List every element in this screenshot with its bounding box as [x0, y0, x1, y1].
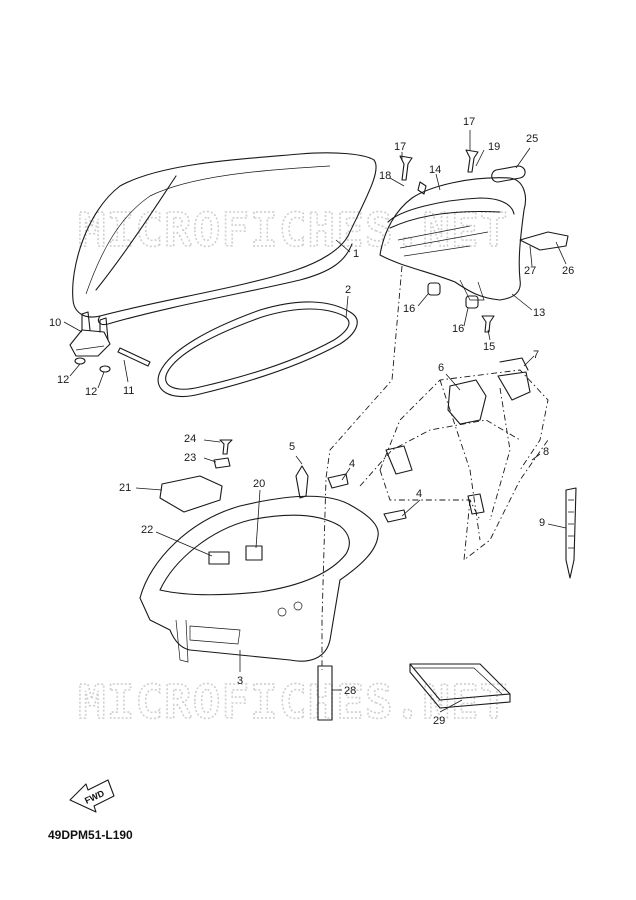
label-18: 18	[379, 170, 391, 182]
label-5: 5	[289, 441, 295, 453]
label-16a: 16	[403, 303, 415, 315]
label-7: 7	[533, 349, 539, 361]
label-17a: 17	[394, 141, 406, 153]
label-26: 26	[562, 265, 574, 277]
label-20: 20	[253, 478, 265, 490]
label-16b: 16	[452, 323, 464, 335]
diagram-code: 49DPM51-L190	[48, 828, 133, 842]
label-2: 2	[345, 284, 351, 296]
label-10: 10	[49, 317, 61, 329]
watermark-bottom: MICROFICHES.NET	[78, 675, 508, 729]
band-drawing	[565, 487, 577, 579]
label-29: 29	[433, 715, 445, 727]
label-22: 22	[141, 524, 153, 536]
label-4b: 4	[416, 488, 422, 500]
label-12b: 12	[85, 386, 97, 398]
label-9: 9	[539, 517, 545, 529]
label-23: 23	[184, 452, 196, 464]
seal-drawing	[157, 301, 358, 398]
label-25: 25	[526, 133, 538, 145]
manual-drawing	[409, 663, 511, 709]
label-13: 13	[533, 307, 545, 319]
watermark-top: MICROFICHES.NET	[78, 203, 508, 257]
leader-lines	[63, 130, 567, 713]
label-12a: 12	[57, 374, 69, 386]
label-4a: 4	[349, 458, 355, 470]
label-21: 21	[119, 482, 131, 494]
frame-drawing	[359, 357, 549, 561]
hinge-drawing	[69, 311, 151, 373]
part-labels: 1 2 3 4 4 5 6 7 8 9 10 11 12 12 13 14 15…	[49, 116, 574, 727]
tail-cover-drawing	[379, 149, 569, 333]
storage-box-drawing	[139, 439, 407, 721]
label-19: 19	[488, 141, 500, 153]
label-8: 8	[543, 446, 549, 458]
label-17b: 17	[463, 116, 475, 128]
label-6: 6	[438, 362, 444, 374]
label-28: 28	[344, 685, 356, 697]
seat-drawing	[72, 152, 377, 326]
label-27: 27	[524, 265, 536, 277]
label-24: 24	[184, 433, 196, 445]
fwd-arrow-icon: FWD	[69, 779, 115, 813]
label-15: 15	[483, 341, 495, 353]
label-14: 14	[429, 164, 441, 176]
fwd-label: FWD	[83, 788, 106, 806]
label-11: 11	[123, 385, 134, 397]
label-3: 3	[237, 675, 243, 687]
label-1: 1	[353, 248, 359, 260]
assembly-line	[321, 265, 403, 670]
